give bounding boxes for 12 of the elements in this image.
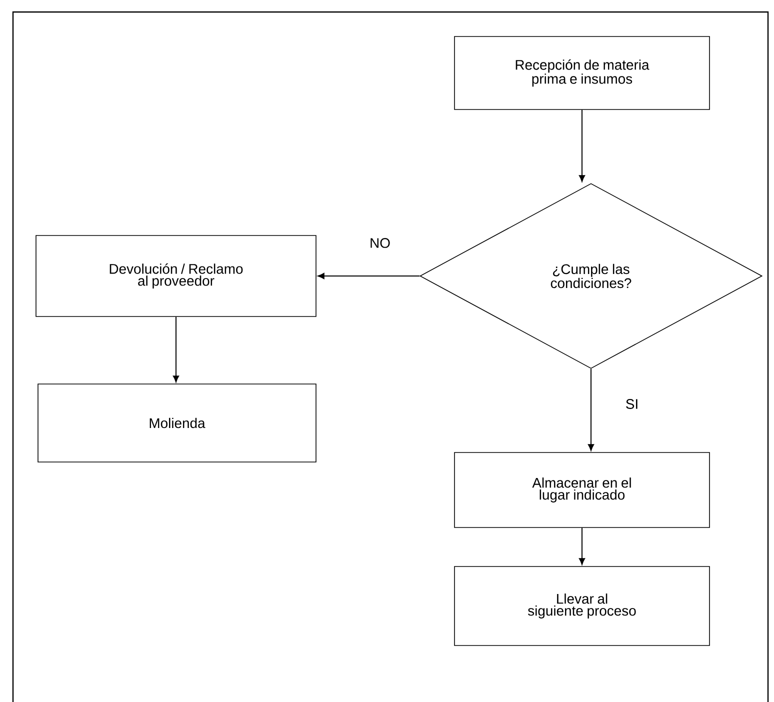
arrow (318, 272, 420, 280)
process-box: Llevar al siguiente proceso (454, 566, 710, 646)
arrow (588, 368, 594, 451)
process-box: Devolución / Reclamo al proveedor (36, 235, 316, 317)
process-box: Molienda (38, 384, 316, 462)
process-box: Recepción de materia prima e insumos (454, 36, 710, 110)
edge-label: NO (368, 237, 392, 249)
process-box: Almacenar en el lugar indicado (454, 452, 710, 528)
edge-label: SI (624, 398, 640, 410)
arrow (172, 316, 180, 382)
arrow (578, 109, 586, 182)
arrow (578, 527, 586, 565)
